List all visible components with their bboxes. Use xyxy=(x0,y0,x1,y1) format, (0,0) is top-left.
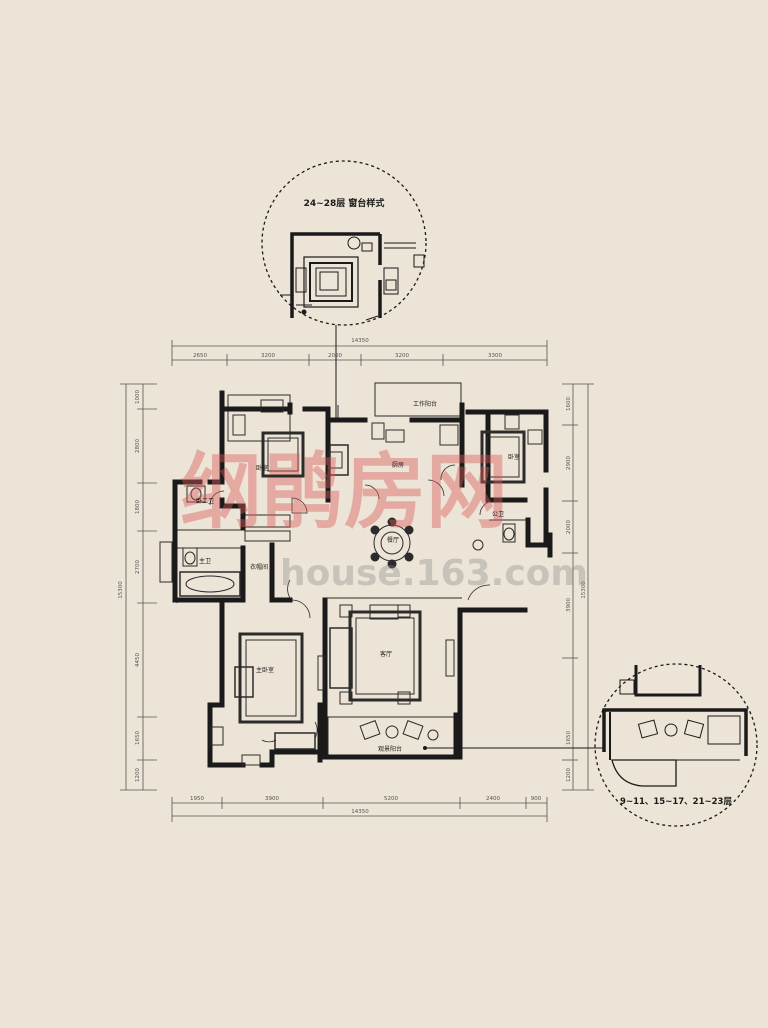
label-bath2: 卧二卫 xyxy=(196,497,214,505)
right-dimension-labels: 15300 1600 2900 2000 3900 1650 1200 xyxy=(566,397,587,782)
left-total-dim: 15300 xyxy=(118,581,124,599)
dimension-labels: 14350 2650 3200 2000 3200 3300 1950 3900… xyxy=(190,338,542,815)
top-dim-3: 2000 xyxy=(328,353,342,359)
room-details xyxy=(179,430,526,750)
label-bedroom-right: 卧室 xyxy=(508,453,520,461)
room-labels: 工作阳台 厨房 卧室 卧室 卧二卫 公卫 主卫 餐厅 衣帽间 客厅 主卧室 观景… xyxy=(196,400,520,753)
watermark: 纲鹃房网 house.163.com xyxy=(180,445,588,594)
right-dim-3: 2000 xyxy=(566,520,572,534)
label-dining: 餐厅 xyxy=(387,536,399,544)
bottom-dim-1: 1950 xyxy=(190,796,204,802)
left-dim-2: 2800 xyxy=(135,439,141,453)
bottom-dim-5: 900 xyxy=(531,796,542,802)
label-cloakroom: 衣帽间 xyxy=(250,563,268,571)
label-master-bedroom: 主卧室 xyxy=(256,666,274,674)
right-total-dim: 15300 xyxy=(581,581,587,599)
right-dim-1: 1600 xyxy=(566,397,572,411)
bottom-callout: 9~11、15~17、21~23层 xyxy=(423,663,758,827)
right-dim-4: 3900 xyxy=(566,598,572,612)
left-dim-1: 1000 xyxy=(135,390,141,404)
top-callout-title: 24~28层 窗台样式 xyxy=(304,197,385,209)
left-dim-5: 4450 xyxy=(135,653,141,667)
top-total-dim: 14350 xyxy=(351,338,369,344)
walls xyxy=(172,390,553,768)
doors xyxy=(209,464,495,743)
watermark-main: 纲鹃房网 xyxy=(180,445,508,540)
bottom-callout-caption: 9~11、15~17、21~23层 xyxy=(620,797,732,807)
right-dim-5: 1650 xyxy=(566,731,572,745)
label-living: 客厅 xyxy=(380,650,392,658)
top-dim-5: 3300 xyxy=(488,353,502,359)
top-dim-2: 3200 xyxy=(261,353,275,359)
left-dim-4: 2700 xyxy=(135,560,141,574)
label-work-balcony: 工作阳台 xyxy=(413,400,437,408)
label-master-bath: 主卫 xyxy=(199,557,211,565)
top-dim-1: 2650 xyxy=(193,353,207,359)
label-public-bath: 公卫 xyxy=(492,511,504,518)
left-dim-6: 1650 xyxy=(135,731,141,745)
bottom-dim-2: 3900 xyxy=(265,796,279,802)
dimension-lines xyxy=(120,340,594,822)
bottom-total-dim: 14350 xyxy=(351,809,369,815)
left-dimension-labels: 15300 1000 2800 1800 2700 4450 1650 1200 xyxy=(118,390,141,782)
watermark-url: house.163.com xyxy=(280,553,588,594)
top-callout: 24~28层 窗台样式 xyxy=(261,160,427,420)
right-dim-2: 2900 xyxy=(566,456,572,470)
label-bedroom-left: 卧室 xyxy=(256,464,268,472)
furniture xyxy=(182,399,543,766)
bottom-dim-3: 5200 xyxy=(384,796,398,802)
left-dim-7: 1200 xyxy=(135,768,141,782)
right-dim-6: 1200 xyxy=(566,768,572,782)
bottom-dim-4: 2400 xyxy=(486,796,500,802)
left-dim-3: 1800 xyxy=(135,500,141,514)
top-dim-4: 3200 xyxy=(395,353,409,359)
label-view-balcony: 观景阳台 xyxy=(378,745,402,753)
label-kitchen: 厨房 xyxy=(392,461,404,469)
